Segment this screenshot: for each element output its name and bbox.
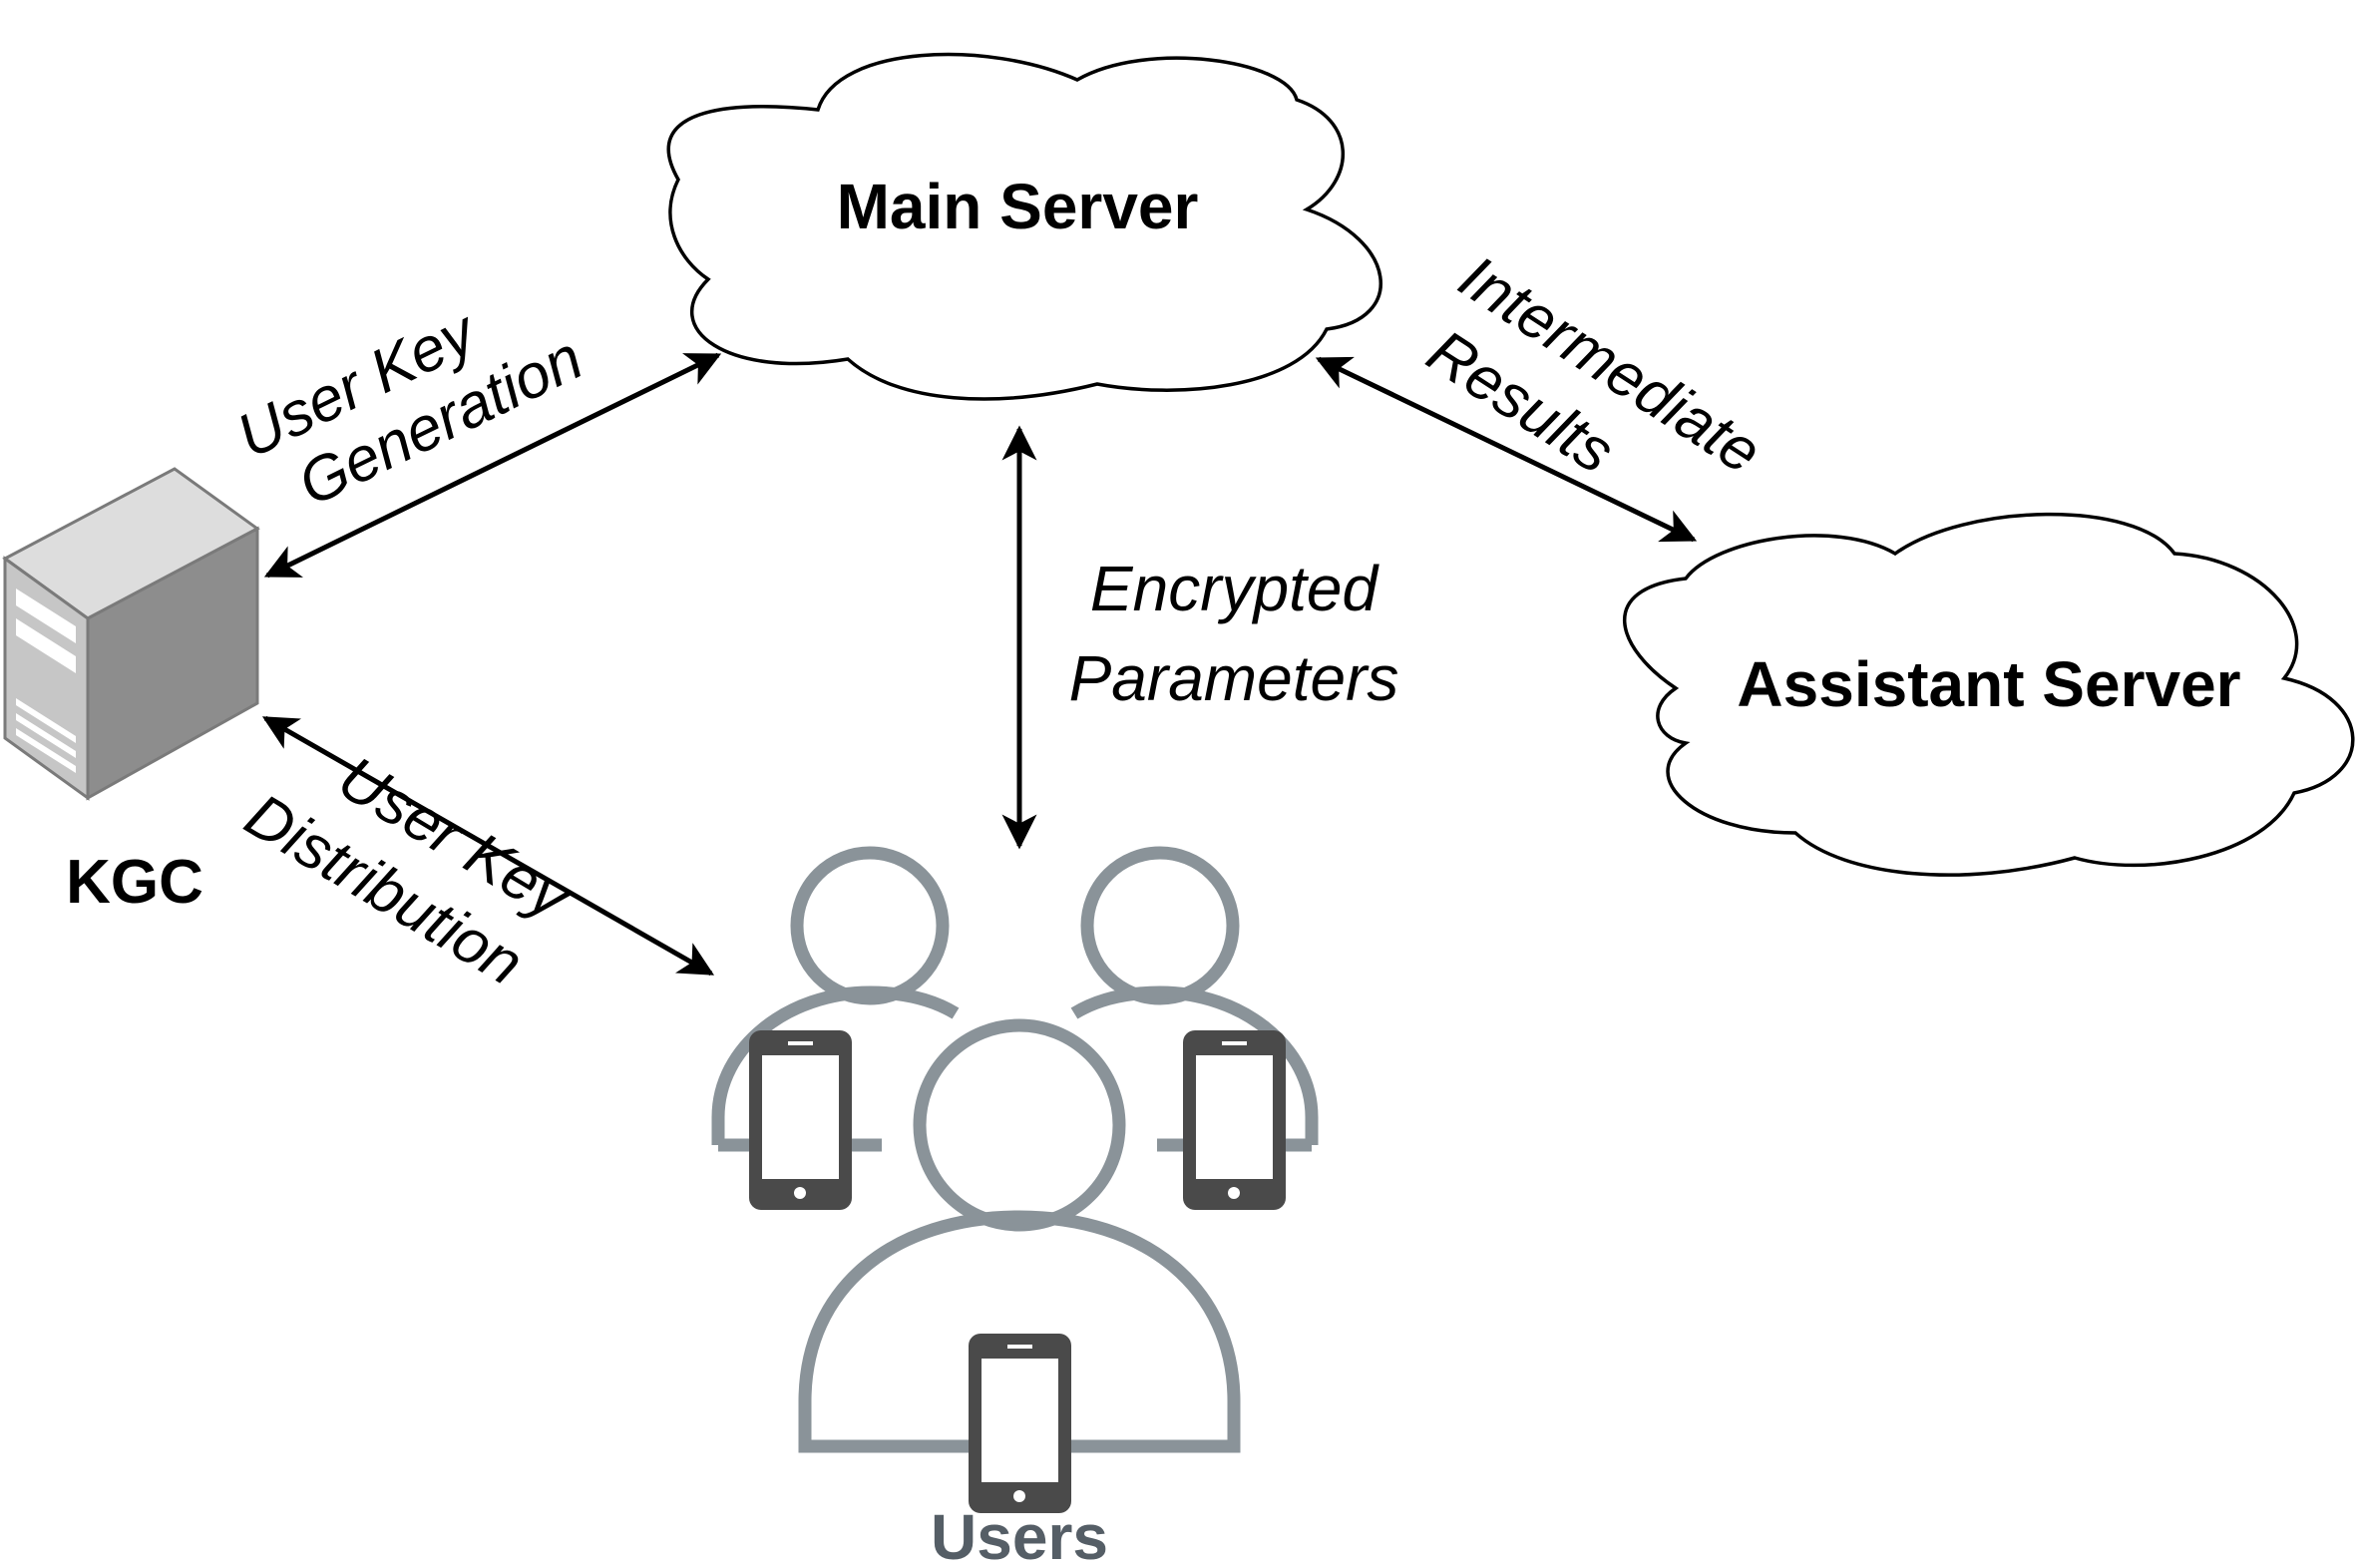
main-server-label: Main Server [837, 171, 1199, 242]
encrypted-parameters-label: Encrypted Parameters [1069, 553, 1399, 714]
kgc-label: KGC [66, 848, 203, 917]
arrow-main-server-assistant-server [1315, 356, 1698, 543]
arrow-kgc-main-server [263, 352, 722, 579]
users-label: Users [931, 1501, 1108, 1568]
encrypted-parameters-line2: Parameters [1069, 642, 1399, 714]
users-node: Users [711, 846, 1319, 1568]
assistant-server-cloud [1623, 512, 2355, 877]
assistant-server-label: Assistant Server [1737, 648, 2240, 720]
user-key-generation-label: User Key Generation [226, 296, 592, 520]
kgc-node: KGC [2, 467, 260, 917]
assistant-server-node: Assistant Server [1623, 512, 2355, 877]
phone-right-icon [1183, 1030, 1286, 1210]
encrypted-parameters-line1: Encrypted [1090, 553, 1380, 624]
user-center-icon [798, 1018, 1241, 1453]
main-server-cloud [666, 52, 1382, 401]
phone-center-icon [969, 1334, 1071, 1513]
phone-left-icon [749, 1030, 852, 1210]
main-server-node: Main Server [666, 52, 1382, 401]
arrow-kgc-users [261, 715, 715, 977]
intermediate-results-label: Intermediate Results [1415, 242, 1772, 488]
server-tower-icon [2, 467, 260, 801]
user-key-distribution-label: User Key Distribution [233, 743, 584, 998]
